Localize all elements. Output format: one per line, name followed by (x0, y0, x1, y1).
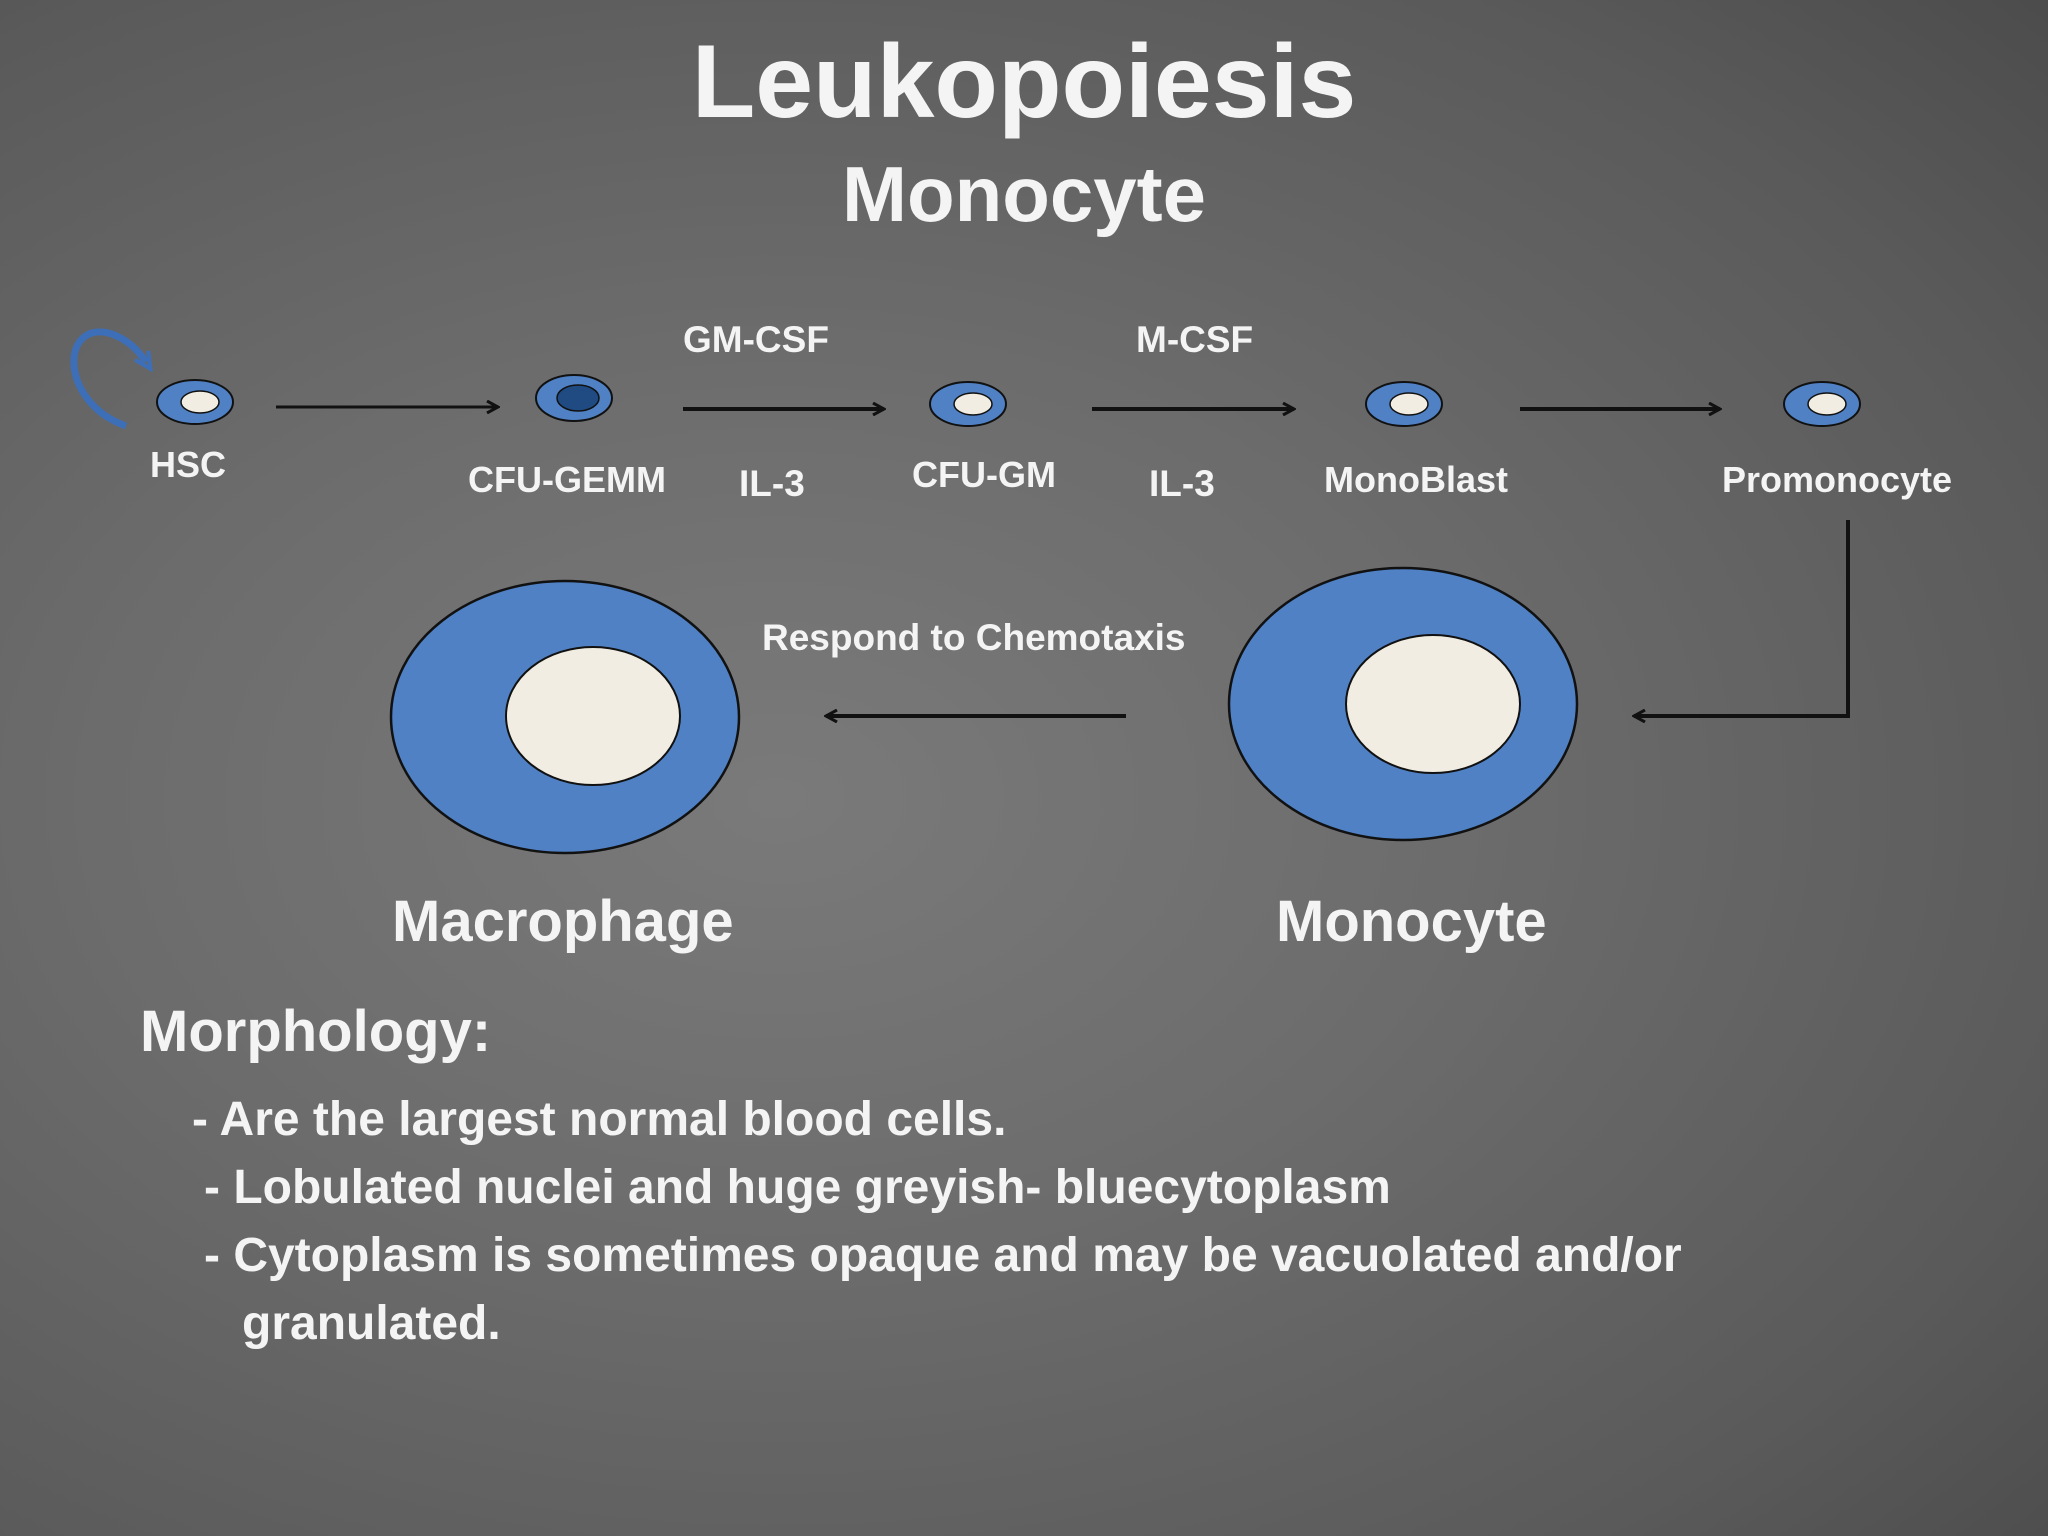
label-monocyte: Monocyte (1276, 889, 1547, 954)
morphology-bullet-2: - Lobulated nuclei and huge greyish- blu… (204, 1161, 1391, 1214)
cell-macrophage (389, 579, 741, 855)
morphology-bullet-3-continued: granulated. (242, 1297, 501, 1350)
cell-cfu-gemm (535, 374, 613, 422)
label-monoblast: MonoBlast (1324, 459, 1508, 500)
factor-il-3-second: IL-3 (1149, 463, 1215, 504)
self-renewal-arrow-icon (70, 328, 153, 430)
cell-hsc (156, 379, 234, 425)
label-cfu-gemm: CFU-GEMM (468, 459, 666, 500)
arrow-promonocyte-to-monocyte (1634, 520, 1850, 716)
morphology-bullet-3: - Cytoplasm is sometimes opaque and may … (204, 1229, 1682, 1282)
label-macrophage: Macrophage (392, 889, 734, 954)
page-title: Leukopoiesis (691, 24, 1357, 140)
factor-m-csf: M-CSF (1136, 319, 1254, 360)
factor-il-3-first: IL-3 (739, 463, 805, 504)
label-cfu-gm: CFU-GM (912, 454, 1056, 495)
label-promonocyte: Promonocyte (1722, 459, 1953, 500)
cell-cfu-gm (929, 381, 1007, 427)
page-subtitle: Monocyte (841, 150, 1207, 238)
label-hsc: HSC (150, 444, 227, 485)
cell-monoblast (1365, 381, 1443, 427)
morphology-heading: Morphology: (140, 999, 492, 1064)
morphology-bullet-1: - Are the largest normal blood cells. (192, 1093, 1007, 1146)
label-respond-to-chemotaxis: Respond to Chemotaxis (762, 617, 1186, 658)
cell-monocyte (1227, 566, 1579, 842)
factor-gm-csf: GM-CSF (683, 319, 829, 360)
cell-promonocyte (1783, 381, 1861, 427)
